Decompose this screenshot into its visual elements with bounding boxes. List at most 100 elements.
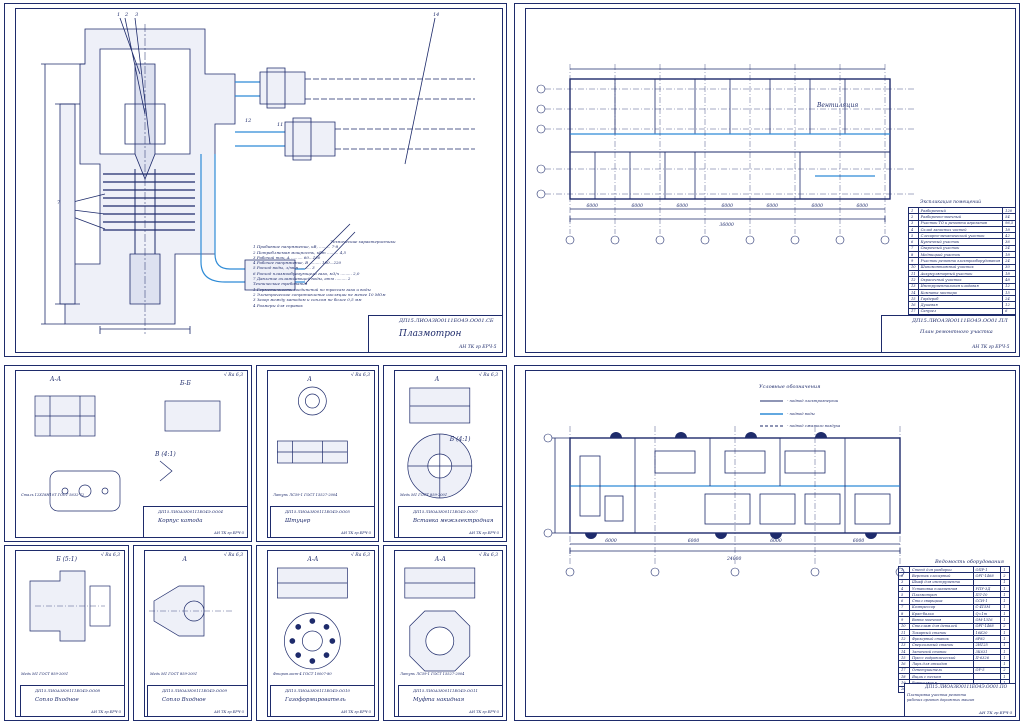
drawing-org: АН ТК гр ЕРЧ-5 <box>91 710 121 714</box>
dimension-total: 24000 <box>726 556 741 562</box>
drawing-code: ДП15.ЛИОАЗЮ0111ЕО4Э.ОО01.ПЛ <box>912 318 1008 324</box>
sheet-frame <box>525 370 1016 717</box>
table-cell: 18 <box>1002 251 1017 259</box>
spec-heading: Ведомость оборудования <box>935 559 1004 565</box>
part-drawing <box>277 386 348 464</box>
dimension-total: 36000 <box>720 222 734 228</box>
drawing-org: АН ТК гр ЕРЧ-5 <box>979 710 1013 715</box>
title-block: ДП15.ЛИОАЗЮ0111ЕО4Э.ОО05 Штуцер АН ТК гр… <box>270 506 375 538</box>
dimension-label: 6000 <box>605 538 617 544</box>
dimension-label: 6000 <box>767 203 779 209</box>
view-label: Б-Б <box>180 380 191 387</box>
roughness-mark: √ Ra 6,3 <box>350 553 370 558</box>
drawing-code: ДП15.ЛИОАЗЮ0111ЕО4Э.ОО09 <box>162 688 227 693</box>
dimension-label: 6000 <box>632 203 644 209</box>
title-block: ДП15.ЛИОАЗЮ0111ЕО4Э.ОО11 Муфта накидная … <box>398 685 503 717</box>
dimension-label: 6000 <box>722 203 734 209</box>
roughness-mark: √ Ra 6,3 <box>478 373 498 378</box>
dimension-label: 6000 <box>688 538 700 544</box>
note-line: 2 Потребляемая мощность, кВт ......... 4… <box>253 249 347 255</box>
title-block: ДП15.ЛИОАЗЮ0111ЕО4Э.ОО08 Сопло Входное А… <box>20 685 125 717</box>
table-cell: 24 <box>1002 257 1017 265</box>
dimension-label: 6000 <box>857 203 869 209</box>
drawing-org: АН ТК гр ЕРЧ-5 <box>972 345 1010 350</box>
drawing-code: ДП15.ЛИОАЗЮ0111ЕО4Э.ОО08 <box>35 688 100 693</box>
material-note: Медь М1 ГОСТ 859-2001 <box>150 672 198 676</box>
drawing-title: Вставка межэлектродная <box>413 518 494 524</box>
table-cell: 15 <box>1002 288 1017 297</box>
title-block: ДП15.ЛИОАЗЮ0111ЕО4Э.ОО04 Корпус катода А… <box>143 506 248 538</box>
note-line: 3 Рабочий ток, А ......... 60...150 <box>253 254 321 260</box>
table-cell: 18 <box>1002 269 1017 278</box>
legend-heading: Условные обозначения <box>759 384 821 390</box>
material-note: Латунь ЛС59-1 ГОСТ 15527-2004 <box>400 672 465 676</box>
dimension-label: 6000 <box>587 203 599 209</box>
title-block: ДП15.ЛИОАЗЮ0111ЕО4Э.ОО01.СБ Плазмотрон А… <box>368 315 503 353</box>
view-label: А <box>307 376 312 383</box>
title-block: ДП15.ЛИОАЗЮ0111ЕО4Э.ОО07 Вставка межэлек… <box>398 506 503 538</box>
drawing-org: АН ТК гр ЕРЧ-5 <box>469 531 499 535</box>
drawing-title: Муфта накидная <box>413 697 465 703</box>
drawing-org: АН ТК гр ЕРЧ-5 <box>214 531 244 535</box>
svg-text:2: 2 <box>124 12 128 18</box>
drawing-code: ДП15.ЛИОАЗЮ0111ЕО4Э.ОО07 <box>413 509 478 514</box>
part-drawing <box>29 570 111 642</box>
view-label: А <box>182 556 188 563</box>
svg-text:14: 14 <box>433 12 439 18</box>
part-drawing <box>407 387 473 499</box>
note-line: 3 Зазор между катодом и соплом не более … <box>253 297 362 303</box>
note-line: 1 Пробивное напряжение, кВ, ......... 7-… <box>253 244 339 250</box>
svg-text:3: 3 <box>135 12 138 18</box>
drawing-title: Плазмотрон <box>399 329 462 339</box>
material-note: Латунь ЛС59-1 ГОСТ 15527-2004 <box>273 493 338 497</box>
roughness-mark: √ Ra 6,3 <box>223 553 243 558</box>
legend-item: - подвод электроэнергии <box>787 398 839 403</box>
roughness-mark: √ Ra 6,3 <box>100 553 120 558</box>
roughness-mark: √ Ra 6,3 <box>350 373 370 378</box>
part-drawing <box>404 567 476 672</box>
drawing-org: АН ТК гр ЕРЧ-5 <box>341 531 371 535</box>
material-note: Медь М1 ГОСТ 859-2001 <box>21 672 69 676</box>
sheet-frame <box>15 8 503 353</box>
drawing-org: АН ТК гр ЕРЧ-5 <box>469 710 499 714</box>
sheet-frame <box>525 8 1016 353</box>
note-line: 7 Давление охлаждающей воды, атм .......… <box>253 276 351 282</box>
roughness-mark: √ Ra 6,3 <box>223 373 243 378</box>
view-label: А-А <box>50 376 62 383</box>
note-line: 2 Электрическое сопротивление изоляции н… <box>253 291 386 297</box>
drawing-code: ДП15.ЛИОАЗЮ0111ЕО4Э.ОО01.ПО <box>925 685 1008 690</box>
spec-heading: Экспликация помещений <box>920 200 982 205</box>
legend-item: - подвод воды <box>787 411 815 416</box>
plasmatron-notes: Технические характеристики 1 Пробивное н… <box>253 239 473 308</box>
table-cell: 6 <box>1002 307 1017 316</box>
svg-text:7: 7 <box>57 200 61 206</box>
view-label: А <box>434 376 440 383</box>
drawing-title: Газоформирователь <box>285 697 346 703</box>
svg-text:12: 12 <box>245 118 251 124</box>
material-note: Сталь 12Х18Н10Т ГОСТ 5632-72 <box>21 493 85 497</box>
part-drawing <box>277 567 348 670</box>
title-block: ДП15.ЛИОАЗЮ0111ЕО4Э.ОО09 Сопло Входное А… <box>147 685 248 717</box>
dimension-label: 6000 <box>770 538 782 544</box>
view-label: Б (5:1) <box>56 556 77 563</box>
